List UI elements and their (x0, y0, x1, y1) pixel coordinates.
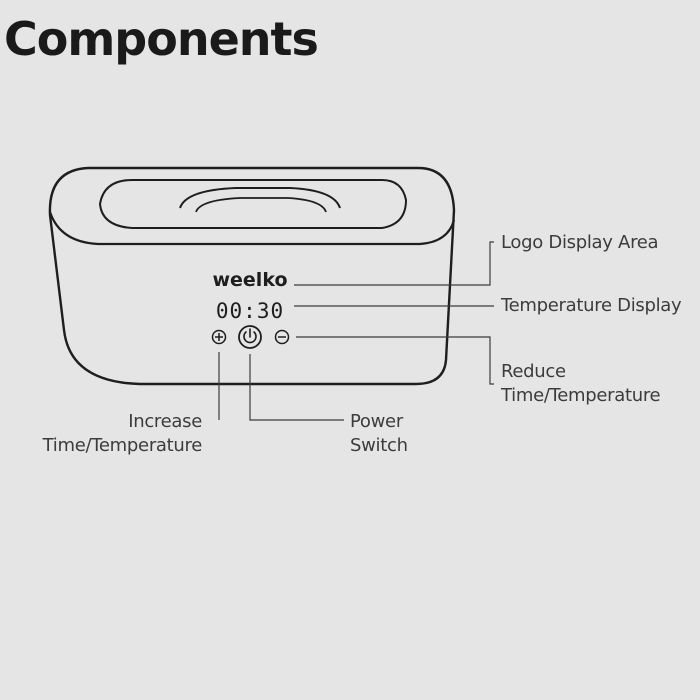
device-body-outline (48, 166, 456, 386)
lid-inner-ridge (179, 187, 341, 209)
minus-icon (274, 329, 290, 345)
page-title: Components (4, 12, 319, 66)
reduce-button[interactable] (274, 329, 290, 345)
leader-reduce (296, 336, 494, 385)
increase-button[interactable] (211, 329, 227, 345)
power-icon (243, 328, 257, 344)
leader-logo-area (294, 241, 494, 286)
plus-icon (211, 329, 227, 345)
lid-front-edge (48, 211, 456, 246)
device-brand-logo: weelko (212, 269, 287, 291)
lid-inner-ridge-2 (195, 197, 327, 213)
label-reduce-time-temperature: Reduce Time/Temperature (501, 361, 661, 406)
lid-recess (98, 179, 408, 229)
label-temperature-display: Temperature Display (501, 295, 682, 316)
label-logo-display-area: Logo Display Area (501, 232, 659, 253)
leader-power (249, 354, 344, 421)
device-digital-readout: 00:30 (216, 299, 284, 323)
power-button[interactable] (238, 325, 262, 349)
leader-lines (218, 241, 494, 421)
label-increase-time-temperature: Increase Time/Temperature (42, 411, 203, 456)
label-power-switch: Power Switch (350, 411, 408, 456)
